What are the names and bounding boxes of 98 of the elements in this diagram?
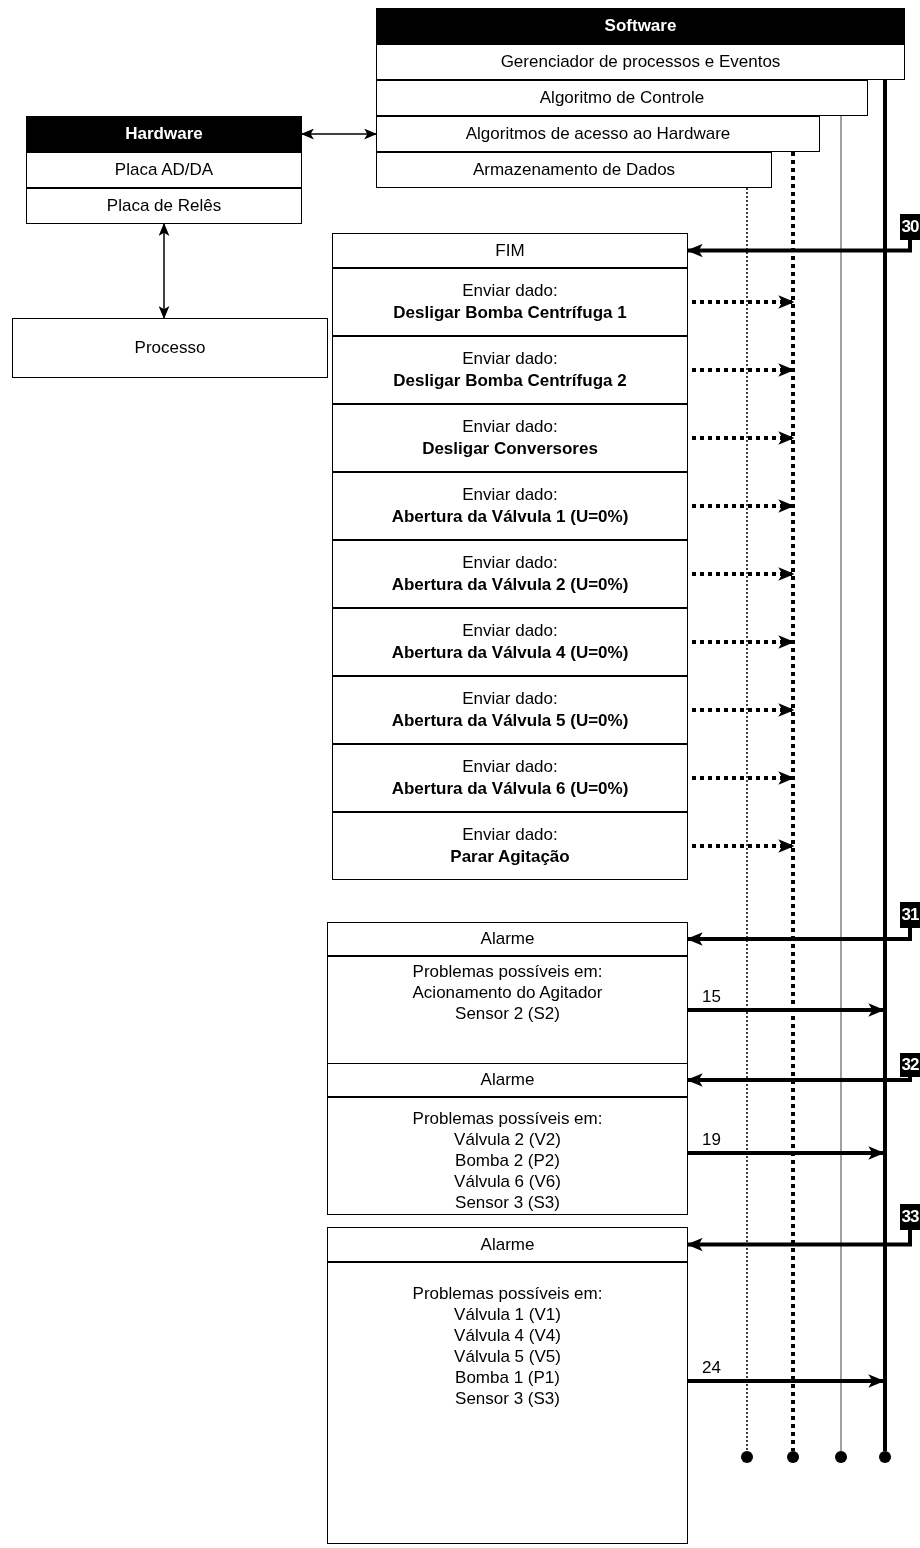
arrow: [692, 635, 795, 649]
box-label: Enviar dado:: [462, 824, 558, 846]
arrow: [692, 703, 795, 717]
box-label: Processo: [134, 337, 206, 359]
action-box: [332, 540, 688, 608]
box-label: Válvula 6 (V6): [454, 1171, 561, 1192]
box-label: Placa AD/DA: [114, 159, 214, 181]
box-label: Armazenamento de Dados: [472, 159, 676, 181]
arrow: [686, 240, 912, 258]
box-label: Desligar Bomba Centrífuga 1: [393, 302, 627, 324]
arrow: [300, 128, 378, 140]
layer-box: [327, 922, 688, 956]
action-box: [332, 608, 688, 676]
layer-box: [376, 80, 868, 116]
box-label: Desligar Conversores: [422, 438, 598, 460]
box-label: Algoritmos de acesso ao Hardware: [465, 123, 731, 145]
action-box: [332, 404, 688, 472]
box-label: Válvula 4 (V4): [454, 1325, 561, 1346]
arrow: [692, 295, 795, 309]
box-label: Problemas possíveis em:: [412, 961, 603, 982]
layer-box: [376, 44, 905, 80]
box-label: Algoritmo de Controle: [539, 87, 705, 109]
box-label: Acionamento do Agitador: [412, 982, 603, 1003]
box-label: Abertura da Válvula 6 (U=0%): [391, 778, 629, 800]
box-label: Abertura da Válvula 5 (U=0%): [391, 710, 629, 732]
layer-box: [26, 152, 302, 188]
arrow: [692, 363, 795, 377]
layer-box: [12, 318, 328, 378]
box-label: Enviar dado:: [462, 280, 558, 302]
box-label: Problemas possíveis em:: [412, 1108, 603, 1129]
box-label: Desligar Bomba Centrífuga 2: [393, 370, 627, 392]
box-label: Software: [604, 15, 677, 37]
arrow: [688, 1374, 885, 1388]
box-label: Sensor 3 (S3): [455, 1192, 560, 1213]
arrow: [692, 771, 795, 785]
title-bar: [376, 8, 905, 44]
box-label: Placa de Relês: [106, 195, 222, 217]
action-box: [332, 472, 688, 540]
layer-box: [327, 1063, 688, 1097]
box-label: Enviar dado:: [462, 756, 558, 778]
action-box: [332, 744, 688, 812]
box-label: Válvula 2 (V2): [454, 1129, 561, 1150]
layer-box: [376, 152, 772, 188]
message-box: [327, 1097, 688, 1215]
message-box: [327, 1262, 688, 1544]
arrow: [688, 1146, 885, 1160]
box-label: Enviar dado:: [462, 416, 558, 438]
lifeline: [840, 115, 842, 1452]
box-label: Gerenciador de processos e Eventos: [500, 51, 781, 73]
box-label: Sensor 3 (S3): [455, 1388, 560, 1409]
badge-number: 31: [901, 904, 919, 926]
arrow: [692, 499, 795, 513]
layer-box: [26, 188, 302, 224]
box-label: Enviar dado:: [462, 484, 558, 506]
badge-number: 32: [901, 1054, 919, 1076]
action-box: [332, 676, 688, 744]
layer-box: [376, 116, 820, 152]
arrow: [686, 1073, 912, 1087]
box-label: Enviar dado:: [462, 552, 558, 574]
edge-label: 15: [700, 988, 723, 1005]
box-label: Hardware: [125, 123, 203, 145]
box-label: Bomba 2 (P2): [455, 1150, 560, 1171]
arrow: [692, 839, 795, 853]
box-label: Parar Agitação: [450, 846, 570, 868]
action-box: [332, 268, 688, 336]
title-bar: [26, 116, 302, 152]
layer-box: [327, 1227, 688, 1262]
box-label: Alarme: [480, 1069, 535, 1091]
box-label: Abertura da Válvula 2 (U=0%): [391, 574, 629, 596]
arrow: [688, 1003, 885, 1017]
box-label: Alarme: [480, 928, 535, 950]
edge-label: 19: [700, 1131, 723, 1148]
box-label: Problemas possíveis em:: [412, 1283, 603, 1304]
box-label: Enviar dado:: [462, 348, 558, 370]
box-label: Enviar dado:: [462, 620, 558, 642]
badge-number: 33: [901, 1206, 919, 1228]
box-label: Abertura da Válvula 4 (U=0%): [391, 642, 629, 664]
arrow: [686, 1230, 912, 1252]
box-label: Abertura da Válvula 1 (U=0%): [391, 506, 629, 528]
arrow: [692, 567, 795, 581]
box-label: FIM: [495, 239, 525, 262]
action-box: [332, 812, 688, 880]
badge-number: 30: [901, 216, 919, 238]
lifeline: [883, 80, 887, 1451]
action-box: [332, 336, 688, 404]
edge-label: 24: [700, 1359, 723, 1376]
arrow: [158, 222, 170, 320]
box-label: Sensor 2 (S2): [455, 1003, 560, 1024]
box-label: Alarme: [480, 1233, 535, 1256]
arrow: [686, 928, 912, 946]
arrow: [692, 431, 795, 445]
box-label: Válvula 1 (V1): [454, 1304, 561, 1325]
box-label: Válvula 5 (V5): [454, 1346, 561, 1367]
box-label: Enviar dado:: [462, 688, 558, 710]
layer-box: [332, 233, 688, 268]
lifeline: [791, 152, 795, 1451]
box-label: Bomba 1 (P1): [455, 1367, 560, 1388]
lifeline: [746, 187, 748, 1452]
